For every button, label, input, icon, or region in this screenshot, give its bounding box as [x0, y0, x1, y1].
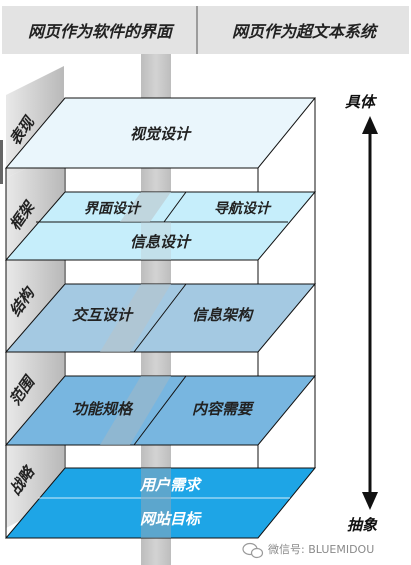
structure-left-label: 交互设计	[72, 306, 134, 324]
header-background	[2, 6, 409, 54]
axis-bottom-label: 抽象	[347, 516, 378, 534]
band-overlay-skeleton-lower	[141, 222, 171, 260]
plane-skeleton: 界面设计 导航设计 信息设计	[4, 191, 317, 261]
scope-left-label: 功能规格	[72, 400, 134, 418]
surface-center-label: 视觉设计	[130, 125, 192, 143]
strategy-top-label: 用户需求	[139, 476, 202, 494]
arrow-down-icon	[362, 492, 378, 510]
watermark: 微信号: BLUEMIDOU	[242, 542, 374, 559]
scope-right-label: 内容需要	[192, 400, 255, 418]
plane-structure: 交互设计 信息架构	[4, 283, 317, 353]
band-overlay-structure	[100, 284, 171, 352]
wechat-icon	[242, 542, 264, 559]
header-left-title: 网页作为软件的界面	[28, 22, 175, 41]
band-overlay-scope	[100, 376, 171, 445]
left-edge-handle	[0, 140, 3, 184]
band-overlay-strategy	[141, 468, 171, 538]
strategy-bottom-label: 网站目标	[140, 510, 202, 528]
skeleton-right-label: 导航设计	[214, 200, 272, 217]
plane-skeleton-shape	[4, 191, 317, 261]
skeleton-left-label: 界面设计	[84, 201, 142, 217]
skeleton-bottom-label: 信息设计	[130, 233, 192, 251]
plane-skeleton-divider	[163, 191, 187, 223]
plane-surface: 视觉设计	[4, 97, 317, 169]
axis-top-label: 具体	[344, 93, 378, 111]
structure-right-label: 信息架构	[192, 306, 254, 324]
plane-structure-divider	[133, 283, 187, 353]
plane-scope: 功能规格 内容需要	[4, 375, 317, 446]
plane-scope-divider	[133, 375, 187, 446]
arrow-up-icon	[362, 116, 378, 134]
watermark-text: 微信号: BLUEMIDOU	[268, 542, 374, 556]
abstraction-axis: 具体 抽象	[344, 93, 378, 534]
plane-strategy: 用户需求 网站目标	[4, 467, 317, 539]
band-overlay-skeleton	[120, 192, 171, 222]
plane-surface-shape	[4, 97, 317, 169]
header-right-title: 网页作为超文本系统	[232, 22, 379, 41]
header: 网页作为软件的界面 网页作为超文本系统	[2, 6, 409, 54]
